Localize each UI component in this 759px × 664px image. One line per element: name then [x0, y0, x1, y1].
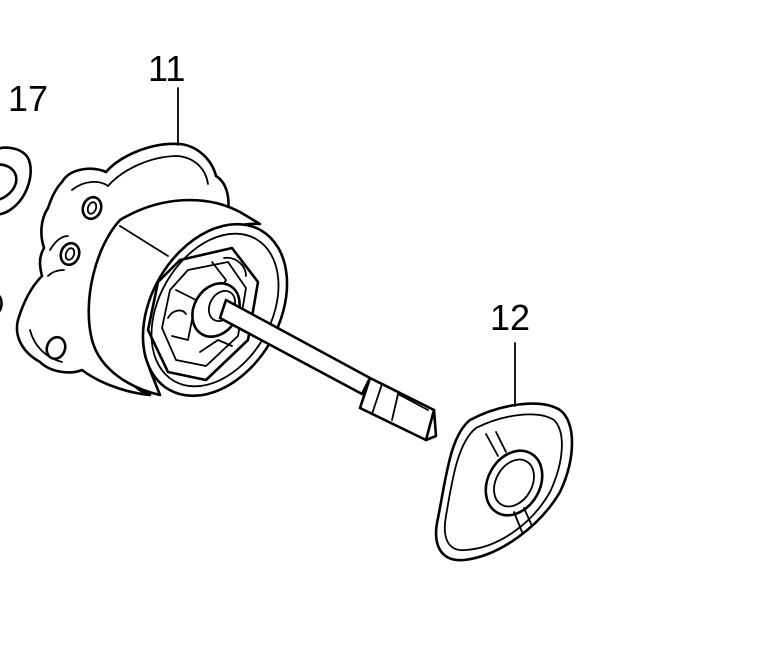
- callout-17: 17: [8, 78, 48, 119]
- callout-11: 11: [148, 48, 185, 89]
- part-11-shaft: [218, 298, 438, 442]
- part-11-housing: [15, 142, 289, 398]
- leader-lines: [177, 87, 516, 407]
- part-12-plate: [434, 402, 574, 562]
- callout-12: 12: [490, 297, 530, 338]
- part-17-gasket: [0, 146, 32, 313]
